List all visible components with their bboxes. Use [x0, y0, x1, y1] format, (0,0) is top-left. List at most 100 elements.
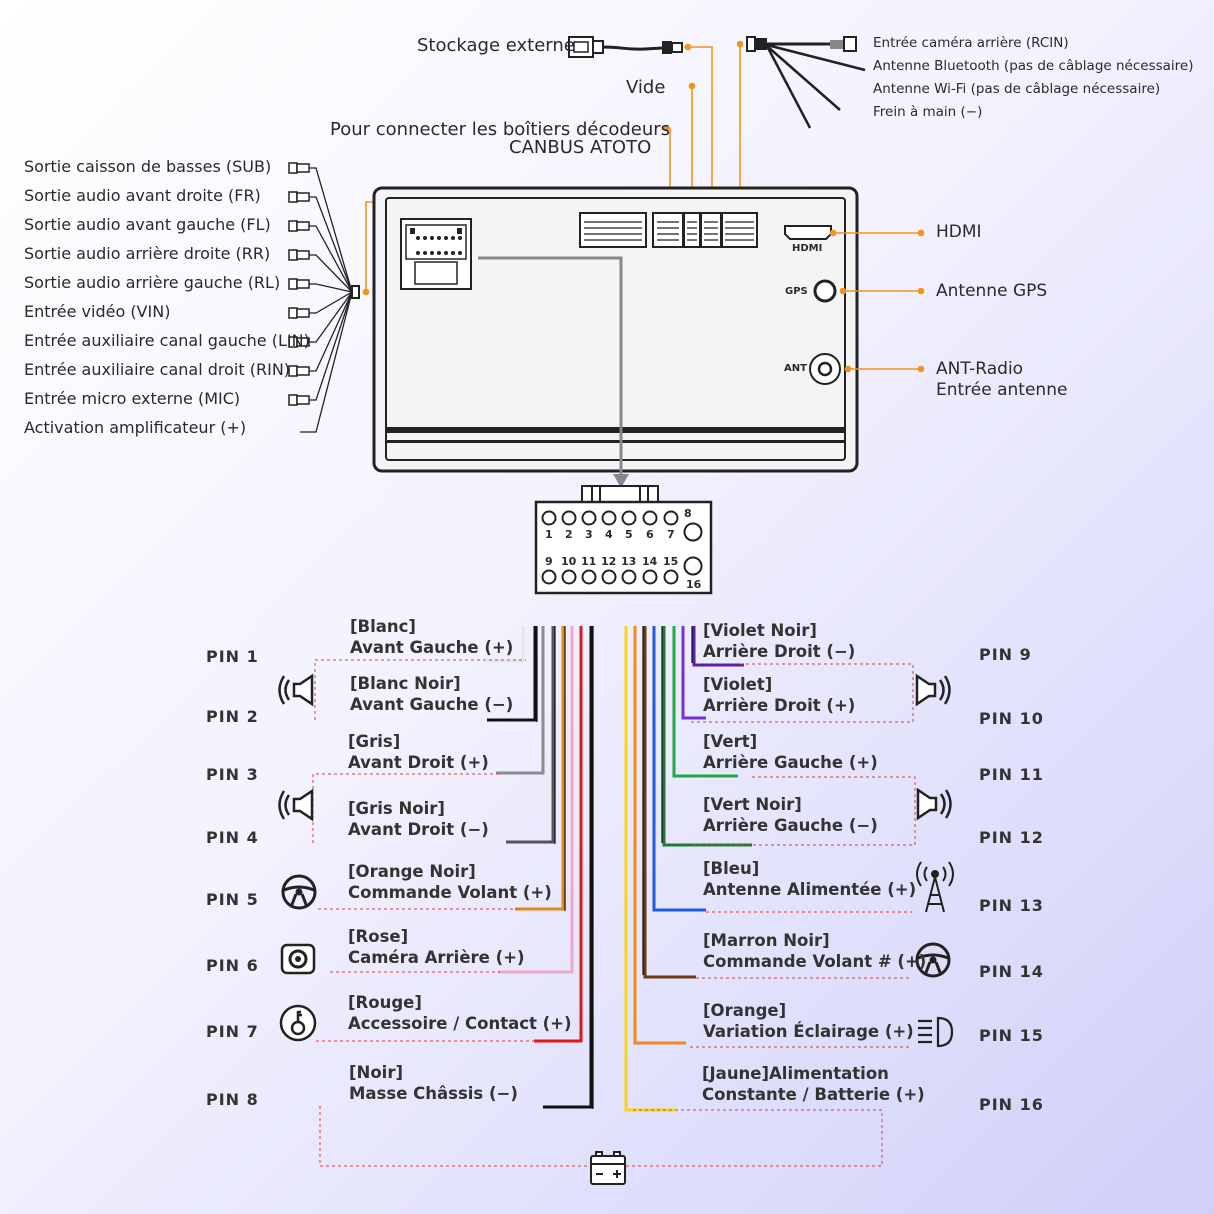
wire-color-name: [Bleu] [703, 859, 760, 878]
antenna-tower-icon [916, 861, 954, 913]
pin-hole [581, 510, 597, 526]
pin-label-right: PIN 10 [979, 709, 1044, 728]
wire-color-name: [Violet Noir] [703, 621, 817, 640]
pin-hole [683, 556, 703, 576]
wire-color-name: [Vert Noir] [703, 795, 802, 814]
wire-label-left: [Blanc Noir]Avant Gauche (−) [350, 673, 513, 715]
pin-label-right: PIN 11 [979, 765, 1044, 784]
ant-label-2: Entrée antenne [936, 380, 1068, 400]
left-output-label: Sortie audio arrière droite (RR) [24, 244, 271, 263]
speaker-icon [278, 788, 314, 822]
speaker-icon [278, 673, 314, 707]
wire-function: Avant Gauche (−) [350, 695, 514, 714]
pin-label-left: PIN 2 [206, 707, 259, 726]
pin-hole [581, 569, 597, 585]
camera-icon [280, 943, 316, 975]
wire-right [692, 626, 744, 667]
wire-label-right: [Marron Noir]Commande Volant # (+) [703, 930, 926, 972]
pin-number: 3 [585, 528, 593, 541]
wire-label-right: [Vert] Arrière Gauche (+) [703, 731, 878, 773]
wire-function: Caméra Arrière (+) [348, 948, 525, 967]
hdmi-tag: HDMI [792, 243, 823, 254]
iso-arrow [478, 256, 629, 488]
battery-icon [590, 1151, 626, 1185]
wire-right [643, 626, 696, 979]
right-leader-lines [829, 229, 925, 373]
pin-label-left: PIN 8 [206, 1090, 259, 1109]
wire-function: Constante / Batterie (+) [702, 1085, 925, 1104]
pin-label-left: PIN 5 [206, 890, 259, 909]
connector-pin-holes [541, 510, 703, 585]
pin-hole [663, 569, 679, 585]
gps-tag: GPS [785, 286, 808, 297]
canbus-label-2: CANBUS ATOTO [509, 137, 652, 158]
wire-right [662, 626, 752, 847]
left-output-label: Sortie audio arrière gauche (RL) [24, 273, 281, 292]
pin-number: 4 [605, 528, 613, 541]
rca-plug-icon [288, 220, 353, 293]
pin-label-right: PIN 14 [979, 962, 1044, 981]
wifi-label: Antenne Wi-Fi (pas de câblage nécessaire… [873, 81, 1161, 97]
ant-label-1: ANT-Radio [936, 359, 1024, 379]
wire-function: Arrière Gauche (+) [703, 753, 878, 772]
rca-plug-icon [288, 249, 353, 293]
wire-function: Arrière Gauche (−) [703, 816, 878, 835]
pin-number: 1 [545, 528, 553, 541]
pin-number: 9 [545, 555, 553, 568]
rca-plug-icon [288, 291, 353, 348]
pin-label-left: PIN 7 [206, 1022, 259, 1041]
pin-number: 2 [565, 528, 573, 541]
pin-label-right: PIN 16 [979, 1095, 1044, 1114]
wire-function: Arrière Droit (+) [703, 696, 856, 715]
wire-label-left: [Orange Noir]Commande Volant (+) [348, 861, 552, 903]
pin-hole [621, 569, 637, 585]
rca-plug-icon [288, 291, 353, 319]
wire-color-name: [Jaune]Alimentation [702, 1064, 889, 1083]
hdmi-label: HDMI [936, 222, 982, 242]
wire-left [506, 626, 555, 844]
pin-hole [683, 522, 703, 542]
wire-right [672, 626, 738, 778]
bluetooth-label: Antenne Bluetooth (pas de câblage nécess… [873, 58, 1194, 74]
pin-label-right: PIN 12 [979, 828, 1044, 847]
head-unit-back [372, 186, 859, 473]
ignition-key-icon [279, 1004, 317, 1042]
steering-wheel-icon [915, 942, 951, 978]
rca-plug-icon [288, 278, 353, 293]
pin-label-right: PIN 9 [979, 645, 1032, 664]
pin-hole [541, 510, 557, 526]
left-output-label: Sortie caisson de basses (SUB) [24, 157, 272, 176]
pin-hole [541, 569, 557, 585]
wire-function: Antenne Alimentée (+) [703, 880, 917, 899]
wire-color-name: [Gris] [348, 732, 401, 751]
wire-function: Accessoire / Contact (+) [348, 1014, 572, 1033]
harness-wires [487, 626, 752, 1112]
pin-group-boxes [312, 659, 916, 1167]
pin-hole [561, 510, 577, 526]
pin-hole [621, 510, 637, 526]
pin-label-left: PIN 4 [206, 828, 259, 847]
wire-right [681, 626, 706, 720]
wire-color-name: [Vert] [703, 732, 758, 751]
wire-function: Avant Droit (−) [348, 820, 489, 839]
wire-right [652, 626, 706, 912]
wire-color-name: [Orange Noir] [348, 862, 476, 881]
wire-color-name: [Gris Noir] [348, 799, 445, 818]
storage-label: Stockage externe [417, 35, 575, 56]
vide-label: Vide [626, 77, 666, 98]
pin-hole [663, 510, 679, 526]
pin-label-left: PIN 1 [206, 647, 259, 666]
wire-color-name: [Orange] [703, 1001, 787, 1020]
pin-label-left: PIN 3 [206, 765, 259, 784]
canbus-label-1: Pour connecter les boîtiers décodeurs [330, 119, 671, 140]
wire-left [534, 626, 583, 1043]
wire-left [496, 626, 545, 775]
wire-left [515, 626, 565, 911]
ant-tag: ANT [784, 363, 807, 374]
pin-number: 7 [667, 528, 675, 541]
pin-label-left: PIN 6 [206, 956, 259, 975]
wire-left [543, 626, 593, 1109]
left-output-label: Sortie audio avant gauche (FL) [24, 215, 271, 234]
left-output-label: Entrée micro externe (MIC) [24, 389, 241, 408]
